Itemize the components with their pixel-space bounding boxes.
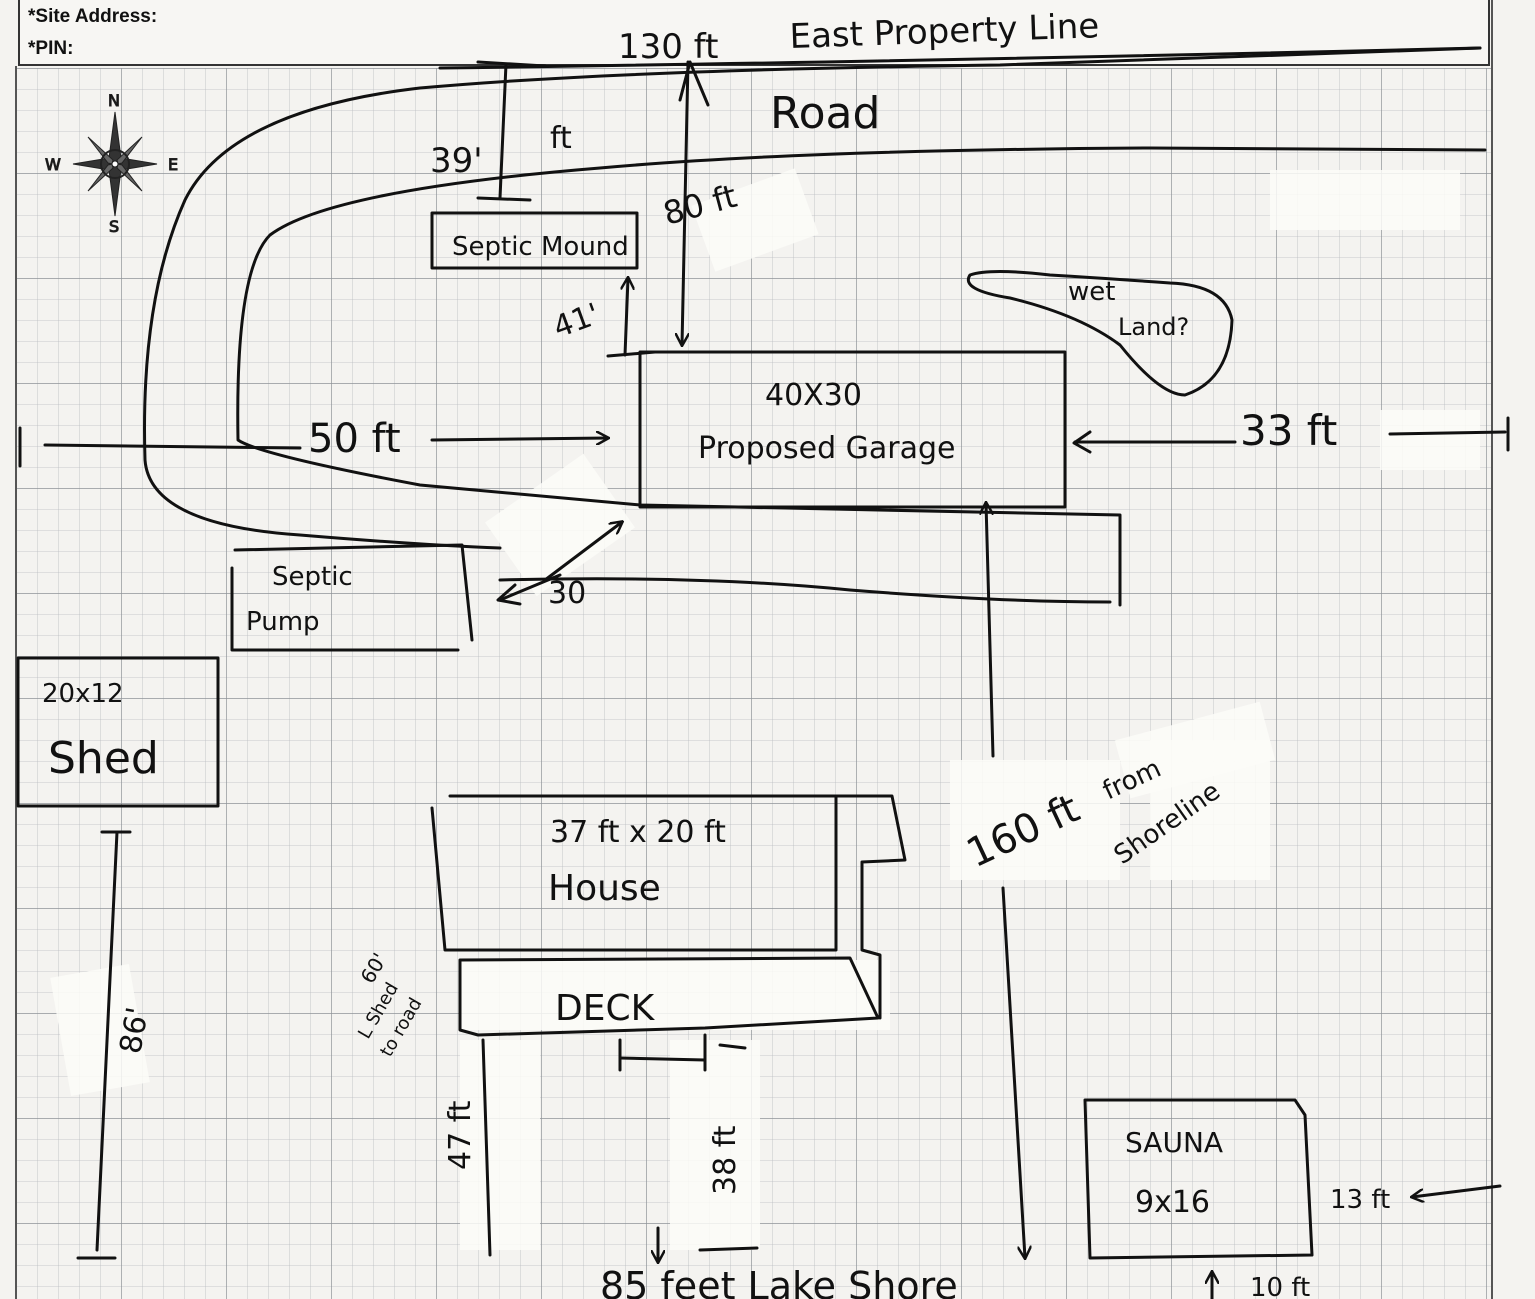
label-sauna-name: SAUNA — [1125, 1126, 1223, 1159]
septic-mound-box — [430, 211, 639, 270]
label-shed-size: 20x12 — [42, 679, 124, 709]
label-dim-47: 47 ft — [443, 1100, 478, 1170]
label-wetland-1: wet — [1068, 277, 1115, 307]
dim-80-arrow — [682, 60, 690, 345]
dim-160-arrow-down — [1001, 886, 1025, 1258]
label-garage-size: 40X30 — [765, 378, 862, 413]
road-outer-edge — [143, 46, 1482, 550]
east-property-line — [438, 46, 1482, 70]
label-dim-10: 10 ft — [1250, 1273, 1310, 1299]
label-east-property-line: East Property Line — [789, 6, 1100, 57]
label-house-name: House — [548, 868, 661, 909]
label-shed-name: Shed — [48, 733, 159, 784]
driveway-lower-edge — [498, 577, 1112, 604]
pin-label: *PIN: — [28, 38, 74, 59]
tape-patches — [50, 168, 1480, 1250]
label-dim-39-unit: ft — [550, 121, 572, 156]
label-dim-39: 39' — [430, 141, 483, 181]
label-garage-name: Proposed Garage — [698, 431, 956, 466]
label-septic-mound: Septic Mound — [452, 232, 629, 262]
label-deck: DECK — [555, 988, 656, 1029]
wetland-outline — [966, 270, 1234, 397]
label-dim-38: 38 ft — [708, 1125, 743, 1195]
proposed-garage-box — [638, 350, 1067, 509]
house-ell — [834, 794, 907, 1020]
label-lake-shore: 85 feet Lake Shore — [600, 1264, 958, 1299]
house-box — [430, 794, 838, 952]
shed-box — [16, 656, 220, 808]
label-130ft: 130 ft — [618, 27, 718, 67]
label-dim-13: 13 ft — [1330, 1185, 1390, 1215]
road-inner-edge — [236, 146, 1487, 607]
label-wetland-2: Land? — [1118, 313, 1189, 341]
compass-n: N — [108, 91, 120, 110]
compass-e: E — [168, 155, 178, 174]
dim-160-arrow-up — [986, 503, 995, 758]
dim-50-arrow — [430, 438, 608, 440]
label-road: Road — [770, 88, 880, 139]
deck-box — [458, 956, 880, 1037]
compass-s: S — [109, 217, 119, 236]
label-dim-33: 33 ft — [1240, 406, 1337, 455]
label-septic-pump-1: Septic — [272, 562, 353, 592]
site-address-label: *Site Address: — [28, 6, 158, 27]
compass-rose: N S E W — [45, 91, 179, 237]
label-house-size: 37 ft x 20 ft — [550, 815, 726, 850]
label-sauna-size: 9x16 — [1135, 1185, 1210, 1220]
label-dim-86: 86' — [113, 1005, 156, 1057]
label-dim-30: 30 — [548, 576, 586, 611]
septic-pump-box — [230, 543, 474, 652]
sauna-box — [1083, 1098, 1314, 1260]
compass-w: W — [45, 155, 61, 174]
label-dim-50: 50 ft — [308, 416, 401, 462]
label-septic-pump-2: Pump — [246, 607, 320, 637]
